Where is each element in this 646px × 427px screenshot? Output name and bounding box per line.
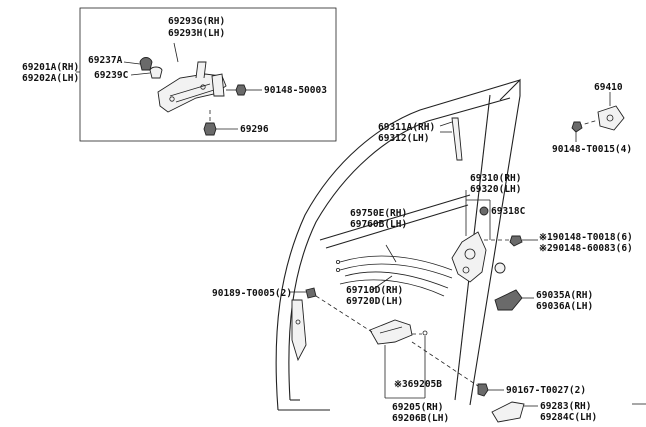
label-69311a: 69311A(RH) bbox=[378, 122, 435, 133]
label-69318c: 69318C bbox=[491, 206, 526, 217]
label-90189-t0005: 90189-T0005(2) bbox=[212, 288, 292, 299]
label-69310: 69310(RH) bbox=[470, 173, 521, 184]
label-69293g: 69293G(RH) bbox=[168, 16, 225, 27]
marker-69318c bbox=[479, 206, 489, 216]
label-69760b: 69760B(LH) bbox=[350, 219, 407, 230]
label-90167-t0027: 90167-T0027(2) bbox=[506, 385, 586, 396]
rod-69311a bbox=[440, 117, 463, 161]
door-bracket bbox=[291, 299, 307, 362]
label-90148-t0018: ※190148-T0018(6) bbox=[539, 232, 633, 243]
lock-assembly-69310 bbox=[451, 199, 491, 283]
label-90148-60083: ※290148-60083(6) bbox=[539, 243, 633, 254]
screw-90148-t0018 bbox=[484, 235, 538, 247]
label-69237a: 69237A bbox=[88, 55, 123, 66]
inside-handle-69205 bbox=[369, 319, 428, 399]
label-69320: 69320(LH) bbox=[470, 184, 521, 195]
label-69201a: 69201A(RH) bbox=[22, 62, 79, 73]
cap-69283 bbox=[491, 401, 525, 423]
bolt-90167-t0027 bbox=[411, 341, 504, 397]
door-body bbox=[275, 78, 521, 411]
clip-90189-t0005 bbox=[300, 287, 373, 333]
label-69283: 69283(RH) bbox=[540, 401, 591, 412]
label-90148-t0015: 90148-T0015(4) bbox=[552, 144, 632, 155]
striker-69410 bbox=[571, 92, 625, 142]
label-69239c: 69239C bbox=[94, 70, 129, 81]
label-69750e: 69750E(RH) bbox=[350, 208, 407, 219]
label-69205b: ※369205B bbox=[394, 379, 442, 390]
washer-90148-60083 bbox=[494, 262, 506, 274]
inset-frame bbox=[79, 7, 337, 142]
label-69312: 69312(LH) bbox=[378, 133, 429, 144]
clip-69237a bbox=[139, 57, 153, 71]
cover-69035a bbox=[494, 289, 523, 311]
bolt-90148-50003 bbox=[226, 84, 247, 96]
label-69296: 69296 bbox=[240, 124, 269, 135]
cable-69750e bbox=[335, 255, 453, 279]
label-69206b: 69206B(LH) bbox=[392, 413, 449, 424]
label-90148-50003: 90148-50003 bbox=[264, 85, 327, 96]
outside-handle-frame bbox=[157, 61, 227, 113]
label-69410: 69410 bbox=[594, 82, 623, 93]
clip-69239c bbox=[149, 66, 163, 79]
label-69036a: 69036A(LH) bbox=[536, 301, 593, 312]
label-69284c: 69284C(LH) bbox=[540, 412, 597, 423]
label-69035a: 69035A(RH) bbox=[536, 290, 593, 301]
label-69293h: 69293H(LH) bbox=[168, 28, 225, 39]
label-69720d: 69720D(LH) bbox=[346, 296, 403, 307]
label-69202a: 69202A(LH) bbox=[22, 73, 79, 84]
label-69710d: 69710D(RH) bbox=[346, 285, 403, 296]
cable-69710d bbox=[339, 271, 449, 297]
bolt-69296 bbox=[203, 110, 217, 136]
label-69205: 69205(RH) bbox=[392, 402, 443, 413]
